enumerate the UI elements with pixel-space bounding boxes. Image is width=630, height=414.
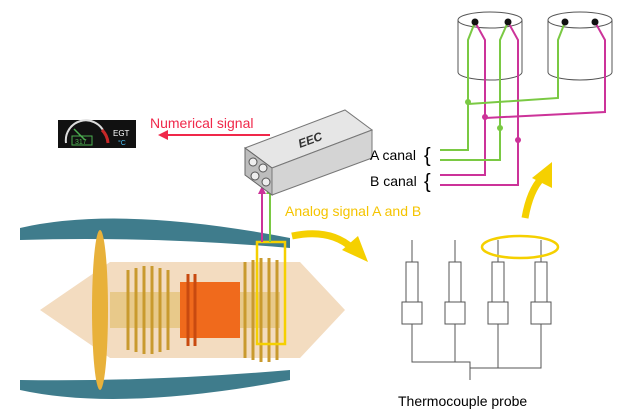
probe <box>530 240 552 355</box>
a-canal-brace: { <box>424 145 431 167</box>
eec-unit: EEC <box>243 109 374 196</box>
turbofan-engine <box>20 218 345 399</box>
thermocouple-probe-label: Thermocouple probe <box>398 393 527 409</box>
b-canal-brace: { <box>424 171 431 193</box>
compressor-stages <box>126 258 279 362</box>
egt-value: 317 <box>75 139 87 146</box>
b-canal-label: B canal <box>370 173 417 189</box>
egt-gauge: 317 EGT °C <box>58 119 136 148</box>
thermocouple-harness <box>457 11 613 81</box>
probe <box>401 240 423 345</box>
numerical-signal-label: Numerical signal <box>150 115 253 131</box>
fan-blades <box>92 230 108 390</box>
analog-signal-label: Analog signal A and B <box>285 203 421 219</box>
a-canal-label: A canal <box>370 147 416 163</box>
probe <box>444 240 466 355</box>
probe <box>487 240 509 345</box>
thermocouple-probes <box>401 240 552 380</box>
egt-label: EGT <box>113 129 130 138</box>
egt-unit: °C <box>118 139 126 147</box>
probe-tip-highlight <box>480 234 560 260</box>
